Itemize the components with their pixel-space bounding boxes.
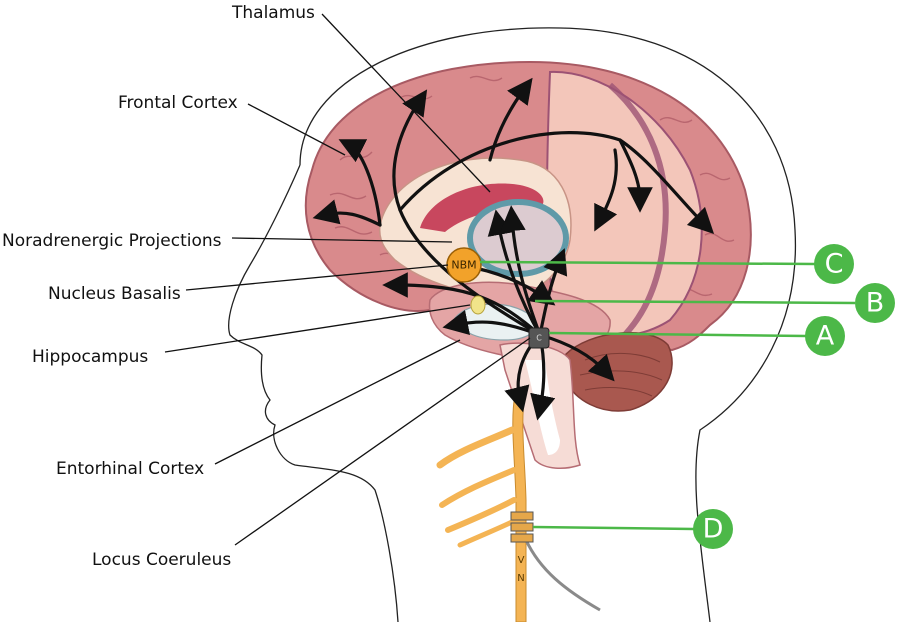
head-outline	[228, 27, 797, 622]
marker-a: A	[805, 316, 845, 356]
medial-fold	[608, 82, 669, 343]
label-noradrenergic-projections: Noradrenergic Projections	[2, 231, 222, 251]
marker-c-label: C	[825, 249, 844, 280]
label-hippocampus: Hippocampus	[32, 347, 148, 367]
label-entorhinal-cortex: Entorhinal Cortex	[56, 459, 204, 479]
label-frontal-cortex: Frontal Cortex	[118, 93, 238, 113]
label-thalamus: Thalamus	[231, 3, 315, 23]
marker-a-label: A	[816, 321, 835, 352]
leader-lines	[164, 13, 531, 546]
marker-b: B	[855, 283, 895, 323]
marker-b-label: B	[866, 288, 885, 319]
marker-d-label: D	[703, 514, 724, 545]
corpus-callosum	[420, 183, 544, 232]
label-locus-coeruleus: Locus Coeruleus	[92, 550, 231, 570]
vagus-nerve	[436, 394, 601, 622]
vagus-label-n: N	[517, 573, 524, 584]
lc-label: C	[536, 334, 542, 343]
vagus-label-v: V	[518, 555, 525, 566]
label-nucleus-basalis: Nucleus Basalis	[48, 284, 181, 304]
stimulation-lines	[479, 260, 856, 531]
hippocampus-nucleus	[470, 295, 486, 315]
marker-c: C	[814, 244, 854, 284]
cerebellum	[564, 331, 673, 412]
vagus-electrode	[510, 511, 534, 543]
nbm-label: NBM	[451, 259, 476, 272]
noradrenergic-arrows	[312, 77, 715, 421]
marker-d: D	[693, 509, 733, 549]
